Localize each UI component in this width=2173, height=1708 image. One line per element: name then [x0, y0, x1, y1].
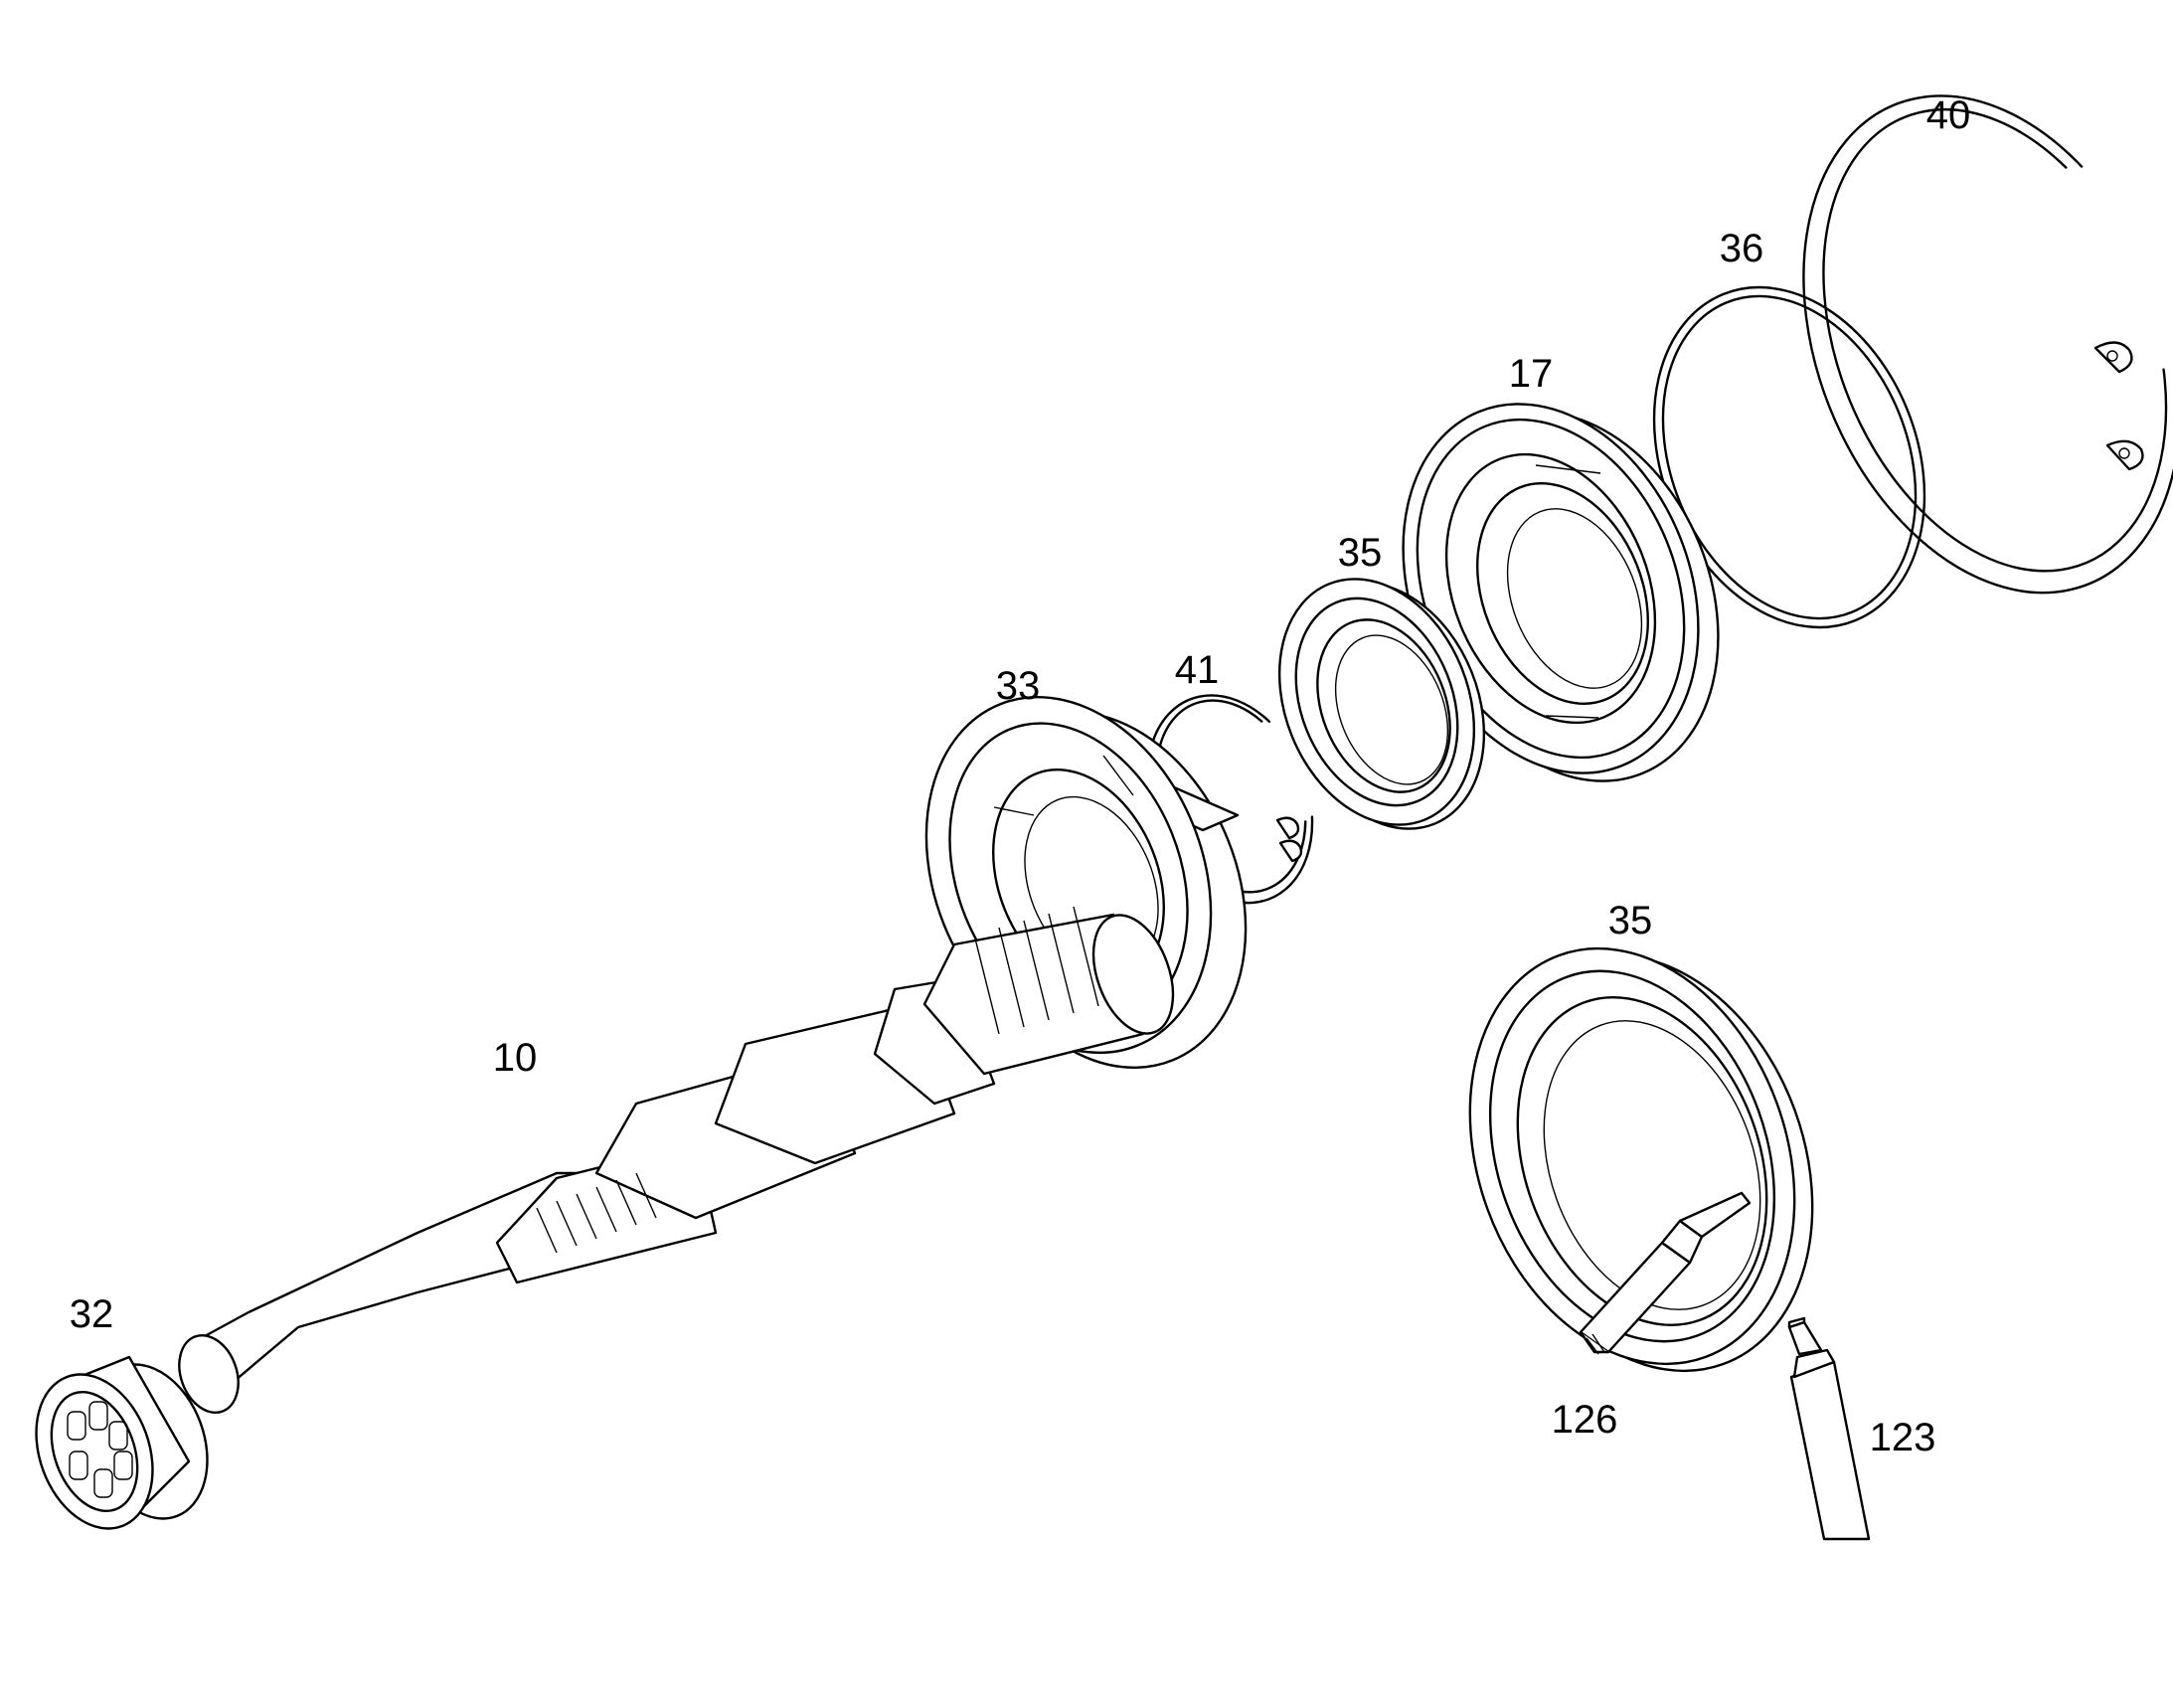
- part-35-seal-small[interactable]: [1245, 550, 1520, 858]
- part-32-needle-bearing[interactable]: [16, 1348, 228, 1545]
- callout-35-small: 35: [1337, 531, 1383, 575]
- part-40-circlip[interactable]: [1734, 43, 2173, 649]
- callout-36: 36: [1719, 227, 1764, 270]
- part-123-tube[interactable]: [1787, 1316, 1871, 1541]
- callout-35-large: 35: [1607, 899, 1653, 942]
- part-35-seal-large[interactable]: [1415, 903, 1868, 1417]
- callout-17: 17: [1508, 352, 1554, 396]
- callout-123: 123: [1869, 1416, 1936, 1459]
- callout-10: 10: [492, 1036, 538, 1080]
- part-10-shaft[interactable]: [169, 904, 1188, 1421]
- callout-33: 33: [995, 664, 1041, 708]
- part-126-brush[interactable]: [1579, 1191, 1752, 1355]
- callout-32: 32: [69, 1292, 114, 1336]
- callout-40: 40: [1925, 93, 1971, 137]
- callout-41: 41: [1174, 648, 1220, 692]
- part-17-bearing[interactable]: [1350, 360, 1770, 826]
- callout-126: 126: [1551, 1398, 1618, 1442]
